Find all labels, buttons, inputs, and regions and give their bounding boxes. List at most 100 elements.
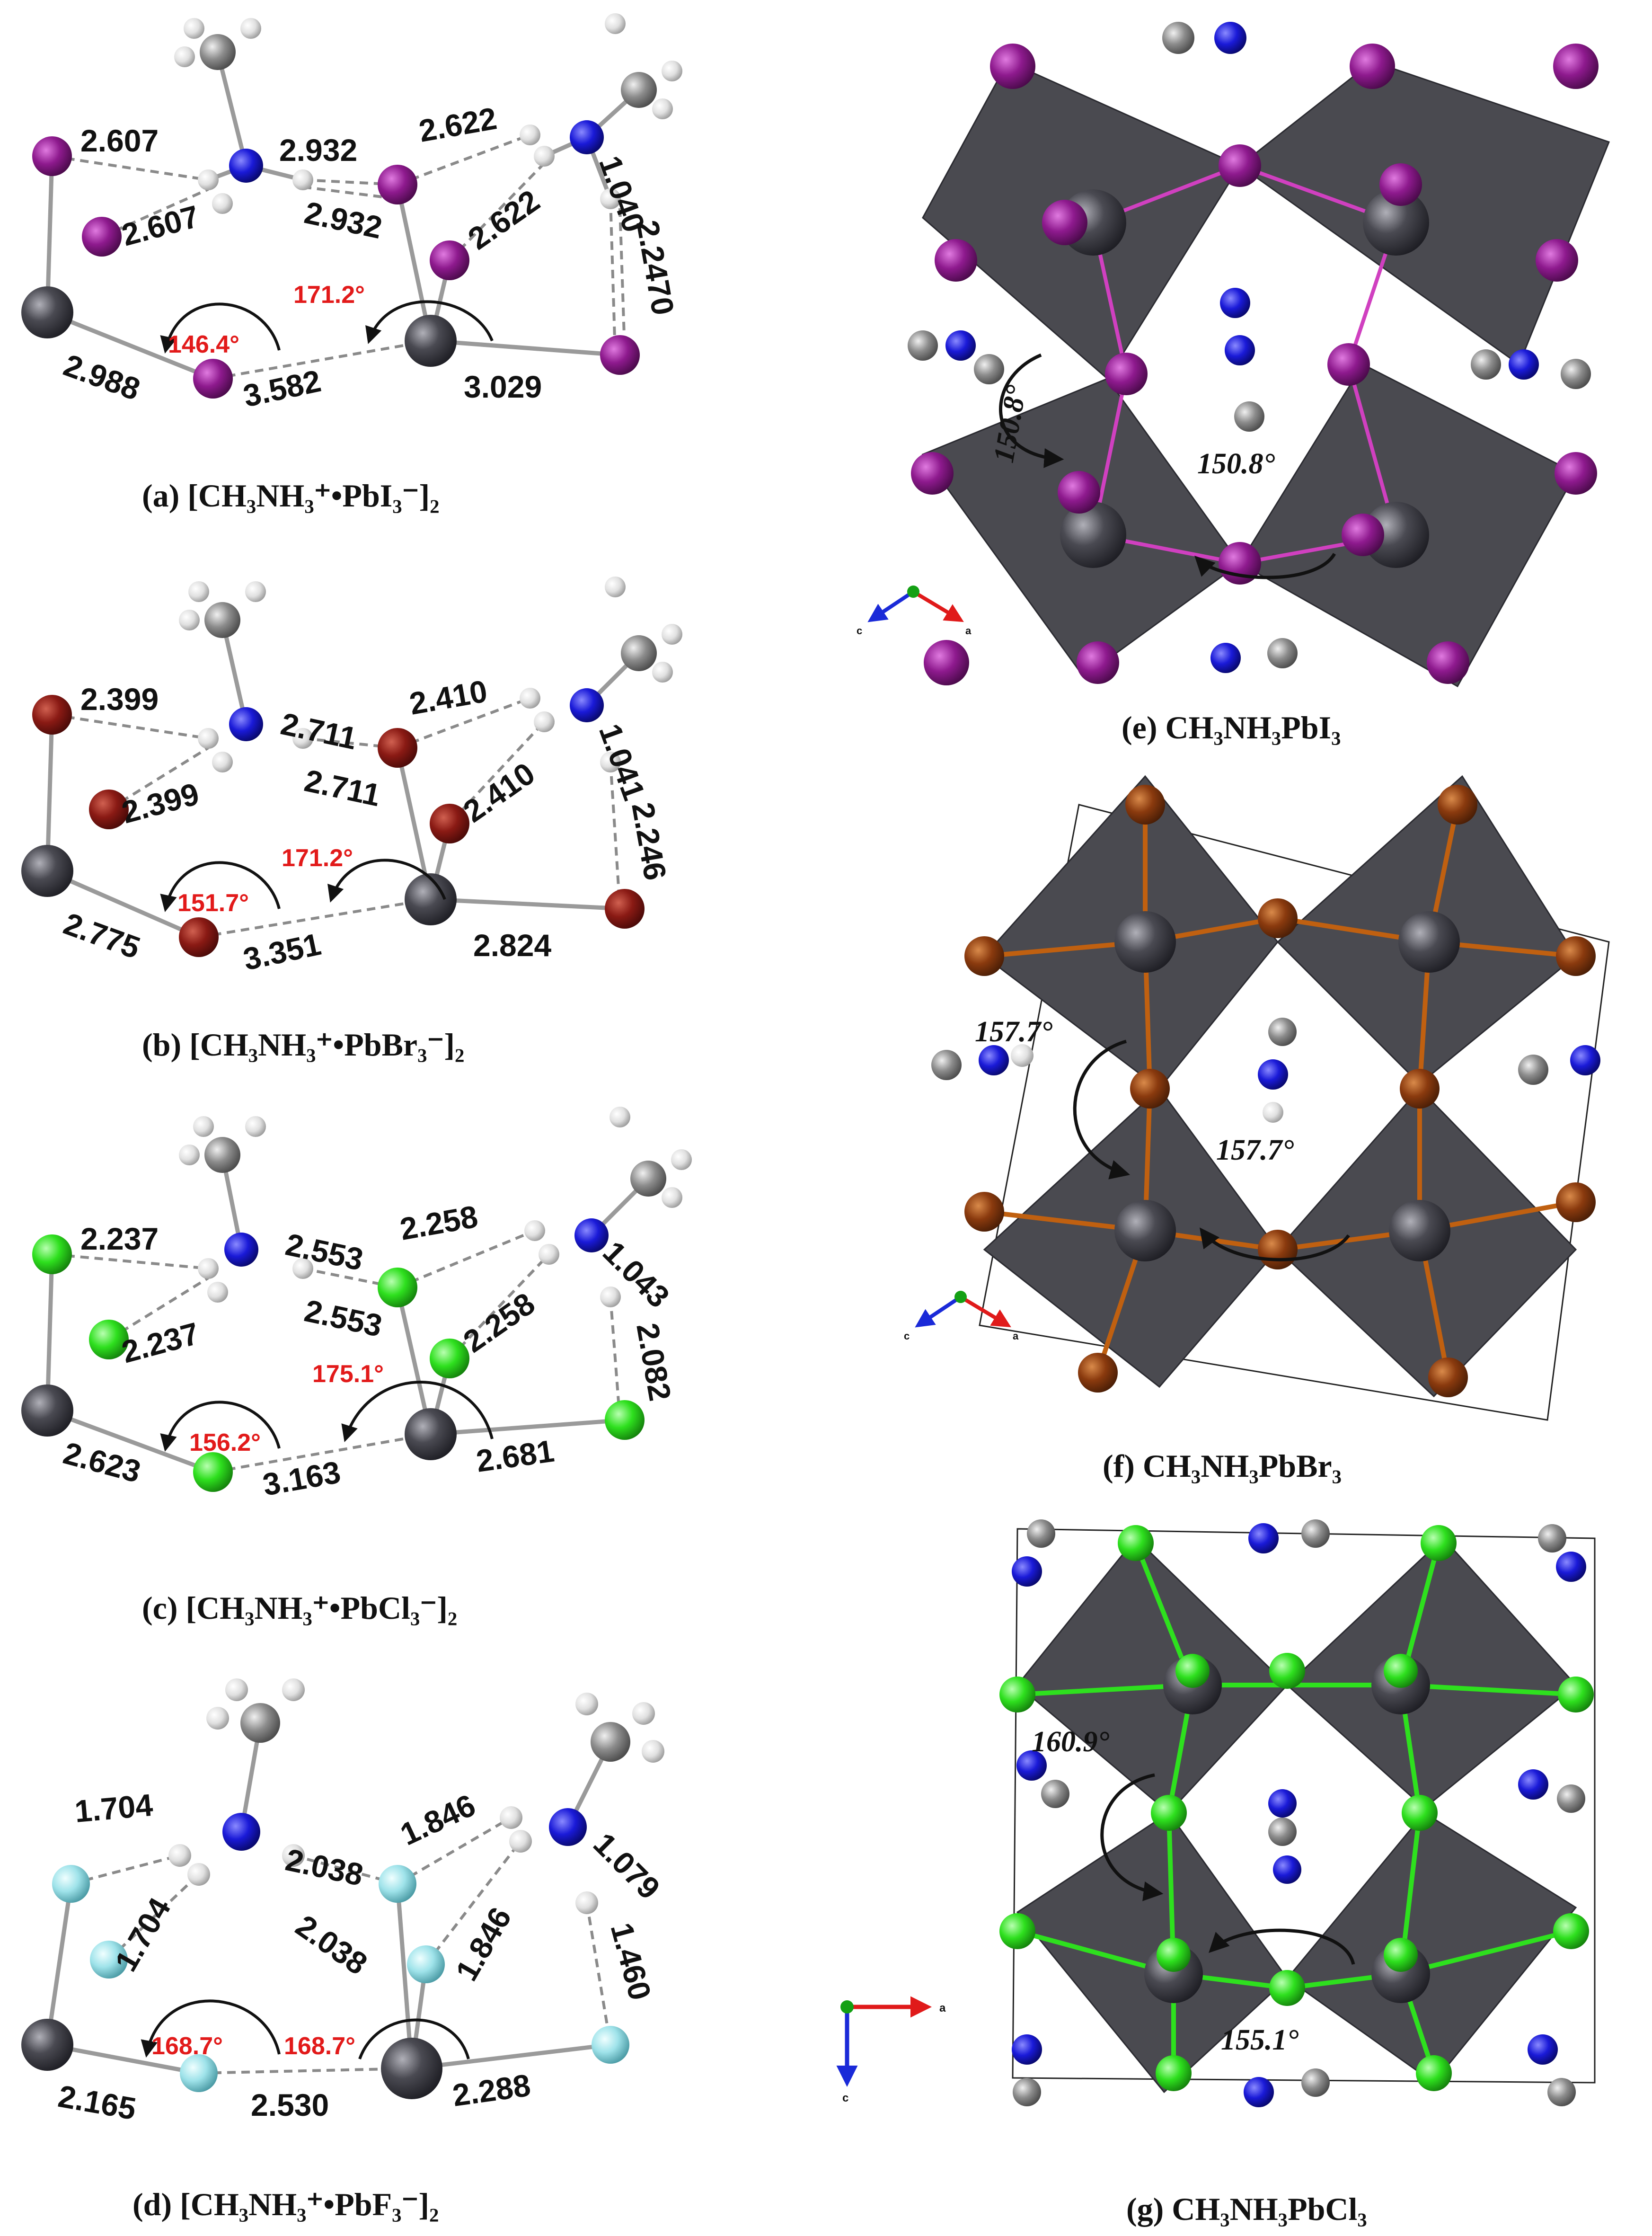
panel-a: 2.607 2.607 2.932 2.932 2.622 2.622 1.04… <box>21 13 682 514</box>
angle-arrows <box>1073 1039 1350 1261</box>
hydrogen-bonds <box>52 133 626 380</box>
carbon-atom <box>630 1161 666 1197</box>
distance-label: 2.824 <box>473 928 551 963</box>
angle-label: 150.8° <box>1197 448 1275 480</box>
methylammonium-cations <box>1012 1519 1586 2107</box>
angle-arrows <box>141 1999 470 2060</box>
distance-label: 2.607 <box>118 198 203 252</box>
axis-label: a <box>939 2002 946 2014</box>
distance-label: 2.288 <box>451 2067 533 2113</box>
panel-d: 1.704 1.704 2.038 2.038 1.846 1.846 1.07… <box>21 1678 667 2222</box>
distance-label: 2.246 <box>625 800 673 883</box>
carbon-atom <box>204 1137 240 1173</box>
halide-atom <box>600 335 640 375</box>
nitrogen-atom <box>229 707 263 741</box>
angle-label: 160.9° <box>1032 1726 1110 1758</box>
axis-triad-icon: a c <box>836 1996 946 2104</box>
distance-label: 2.530 <box>251 2087 329 2122</box>
hydrogen-atoms <box>179 577 682 772</box>
panel-caption: (b) [CH₃NH₃⁺•PbBr₃⁻]₂ <box>142 1027 464 1063</box>
chloride-atoms <box>999 1525 1594 2091</box>
distance-label: 2.775 <box>59 906 145 966</box>
axis-label: c <box>842 2092 848 2104</box>
panel-caption: (a) [CH₃NH₃⁺•PbI₃⁻]₂ <box>142 478 440 514</box>
carbon-atom <box>240 1703 280 1743</box>
nitrogen-atom <box>570 120 604 154</box>
angle-arrows <box>160 1381 494 1452</box>
halide-atoms <box>32 695 645 957</box>
nitrogen-atom <box>224 1233 258 1267</box>
angle-arrows <box>999 353 1336 579</box>
distance-label: 2.681 <box>474 1433 557 1479</box>
distance-label: 2.410 <box>407 673 490 721</box>
lead-atoms <box>1114 911 1460 1261</box>
angle-label: 171.2° <box>282 844 353 872</box>
halide-atom <box>193 359 233 399</box>
distance-label: 3.029 <box>464 369 542 404</box>
lead-atom <box>405 873 457 925</box>
halide-atom <box>430 240 469 280</box>
axis-triad-icon: c a <box>904 1291 1019 1342</box>
angle-label: 157.7° <box>1216 1134 1294 1166</box>
panel-caption: (f) CH₃NH₃PbBr₃ <box>1103 1448 1342 1484</box>
distance-label: 3.351 <box>240 926 324 977</box>
angle-label: 171.2° <box>293 281 365 309</box>
iodide-atoms <box>911 44 1599 685</box>
distance-label: 2.038 <box>283 1842 366 1892</box>
angle-arrows <box>1100 1773 1355 1965</box>
distance-label: 2.237 <box>118 1315 203 1369</box>
distance-label: 2.553 <box>301 1293 385 1343</box>
carbon-atom <box>621 72 657 108</box>
bromide-atoms <box>964 785 1596 1397</box>
angle-arrows <box>160 300 494 354</box>
angle-label: 146.4° <box>168 331 239 358</box>
distance-label: 2.711 <box>278 706 360 756</box>
nitrogen-atom <box>549 1808 587 1846</box>
unit-cell <box>1012 1528 1596 2084</box>
distance-label: 1.846 <box>395 1787 481 1852</box>
distance-label: 2.622 <box>462 183 546 256</box>
distance-label: 2.988 <box>59 347 145 407</box>
distance-label: 2.038 <box>290 1908 374 1981</box>
distance-label: 2.2470 <box>630 218 681 318</box>
distance-label: 2.258 <box>398 1198 481 1247</box>
distance-label: 2.410 <box>457 755 541 829</box>
angle-label: 168.7° <box>284 2032 355 2060</box>
panel-caption: (c) [CH₃NH₃⁺•PbCl₃⁻]₂ <box>142 1590 457 1626</box>
angle-label: 168.7° <box>151 2032 223 2060</box>
lead-atom <box>21 845 73 897</box>
angle-label: 156.2° <box>189 1429 261 1456</box>
octahedra <box>1016 1537 1577 2094</box>
panel-e: 150.8° 150.8° c a (e) CH₃NH₃PbI₃ <box>857 22 1610 745</box>
hydrogen-atoms <box>174 13 682 214</box>
distance-label: 1.460 <box>604 1919 658 2004</box>
halide-atom <box>32 136 72 176</box>
hydrogen-atoms <box>179 1107 692 1307</box>
distance-label: 2.932 <box>279 133 357 168</box>
nitrogen-atom <box>574 1218 609 1252</box>
distance-label: 2.399 <box>80 682 159 717</box>
distance-label: 3.582 <box>240 363 324 414</box>
nitrogen-atom <box>570 688 604 722</box>
distance-label: 1.846 <box>449 1901 518 1987</box>
lead-atom <box>21 1384 73 1437</box>
distance-label: 2.711 <box>301 763 383 813</box>
distance-label: 2.607 <box>80 123 159 158</box>
methylammonium-cations <box>931 1018 1600 1123</box>
axis-label: c <box>857 625 862 637</box>
distance-label: 1.704 <box>73 1787 154 1829</box>
distance-label: 2.932 <box>301 195 385 245</box>
nitrogen-atom <box>229 149 263 183</box>
carbon-atom <box>200 34 236 70</box>
halide-atom <box>82 217 122 257</box>
halide-atoms <box>52 1865 629 2092</box>
panel-caption: (e) CH₃NH₃PbI₃ <box>1122 710 1341 745</box>
angle-label: 155.1° <box>1221 2024 1299 2056</box>
hydrogen-atoms <box>168 1678 664 1914</box>
angle-label: 175.1° <box>312 1360 384 1388</box>
axis-label: a <box>1013 1330 1019 1342</box>
panel-f: 157.7° 157.7° c a (f) CH₃NH₃PbBr₃ <box>904 775 1610 1484</box>
axis-label: a <box>965 625 972 637</box>
panel-c: 2.237 2.237 2.553 2.553 2.258 2.258 1.04… <box>21 1107 692 1626</box>
